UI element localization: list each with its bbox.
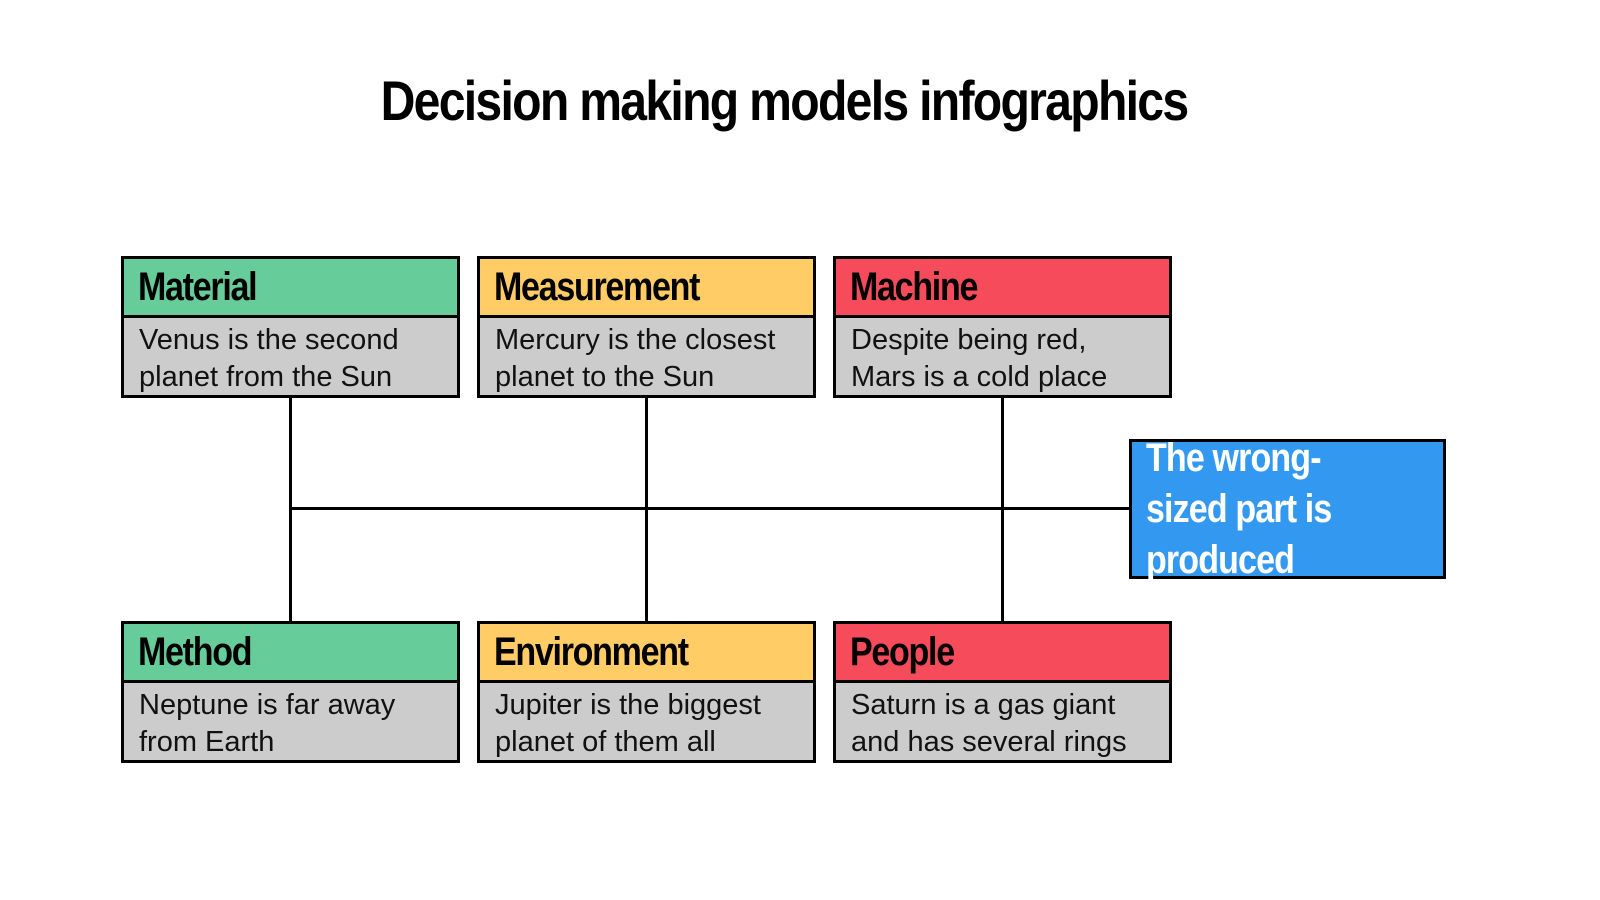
cause-description: Saturn is a gas giant and has several ri…	[851, 689, 1127, 758]
cause-label: Environment	[494, 629, 689, 674]
cause-header: Machine	[836, 259, 1169, 318]
cause-label: Method	[138, 629, 252, 674]
cause-header: Environment	[480, 624, 813, 683]
cause-box-machine: Machine Despite being red, Mars is a col…	[833, 256, 1172, 398]
cause-box-people: People Saturn is a gas giant and has sev…	[833, 621, 1172, 763]
cause-label: Material	[138, 264, 258, 309]
cause-header: Measurement	[480, 259, 813, 318]
cause-description: Venus is the second planet from the Sun	[139, 324, 399, 393]
cause-label: Measurement	[494, 264, 700, 309]
page-title: Decision making models infographics	[380, 69, 1190, 132]
cause-header: Material	[124, 259, 457, 318]
effect-box: The wrong-sized part is produced	[1129, 436, 1446, 582]
cause-box-measurement: Measurement Mercury is the closest plane…	[477, 256, 816, 398]
cause-box-environment: Environment Jupiter is the biggest plane…	[477, 621, 816, 763]
cause-label: Machine	[850, 264, 978, 309]
cause-header: Method	[124, 624, 457, 683]
cause-label: People	[850, 629, 955, 674]
connector-material-method	[289, 397, 292, 622]
cause-description: Mercury is the closest planet to the Sun	[495, 324, 776, 393]
connector-measurement-environment	[645, 397, 648, 622]
cause-description: Neptune is far away from Earth	[139, 689, 396, 758]
cause-description: Jupiter is the biggest planet of them al…	[495, 689, 761, 758]
cause-box-material: Material Venus is the second planet from…	[121, 256, 460, 398]
spine-line	[289, 507, 1131, 510]
effect-text: The wrong-sized part is produced	[1146, 435, 1332, 582]
connector-machine-people	[1001, 397, 1004, 622]
cause-box-method: Method Neptune is far away from Earth	[121, 621, 460, 763]
cause-header: People	[836, 624, 1169, 683]
cause-description: Despite being red, Mars is a cold place	[851, 324, 1108, 393]
